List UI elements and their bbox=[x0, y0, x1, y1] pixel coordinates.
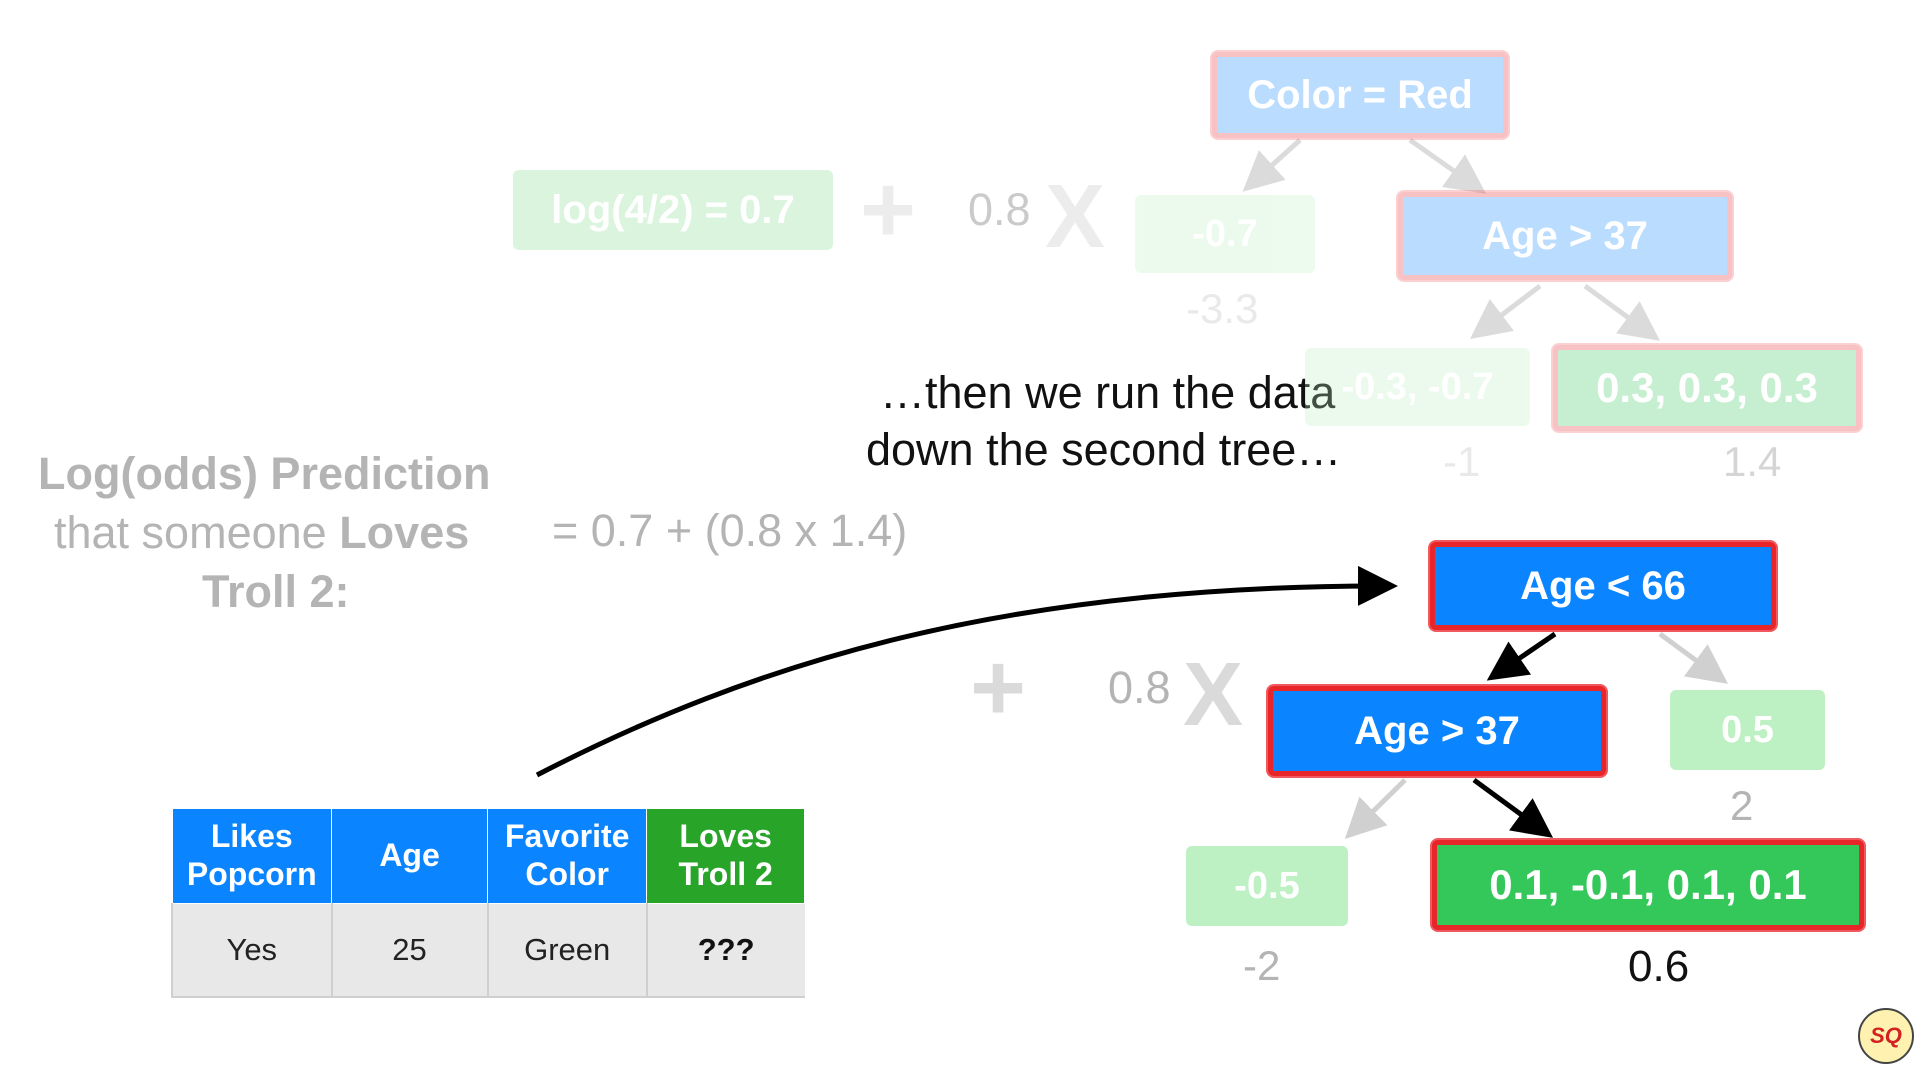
header-favorite-color: Favorite Color bbox=[487, 808, 648, 904]
tree2-right-value: 2 bbox=[1730, 782, 1754, 829]
tree2-inner-right-leaf: 0.1, -0.1, 0.1, 0.1 bbox=[1432, 840, 1864, 930]
statquest-logo-icon: SQ bbox=[1858, 1008, 1914, 1064]
tree1-inner-right-value: 1.4 bbox=[1723, 438, 1782, 485]
header-loves-troll2: Loves Troll 2 bbox=[646, 808, 805, 904]
tree2-inner-left-leaf: -0.5 bbox=[1186, 846, 1348, 926]
tree1-left-leaf: -0.7 bbox=[1135, 195, 1315, 273]
tree1-left-value: -3.3 bbox=[1186, 285, 1259, 332]
edge-t2-root-right bbox=[1658, 631, 1729, 684]
table-row: Yes 25 Green ??? bbox=[171, 903, 805, 998]
edge-t2-root-inner bbox=[1486, 631, 1557, 681]
learning-rate-2: 0.8 bbox=[1108, 662, 1171, 713]
times-sign-2: X bbox=[1183, 645, 1244, 745]
cell-age: 25 bbox=[330, 903, 488, 998]
cell-favorite-color: Green bbox=[486, 903, 647, 998]
tree1-inner-right-leaf: 0.3, 0.3, 0.3 bbox=[1553, 345, 1861, 431]
tree2-right-leaf: 0.5 bbox=[1670, 690, 1825, 770]
tree1-inner-left-leaf: -0.3, -0.7 bbox=[1305, 348, 1530, 426]
times-sign-1: X bbox=[1045, 167, 1106, 267]
caption-line2: down the second tree… bbox=[866, 424, 1342, 475]
tree2-inner-node: Age > 37 bbox=[1268, 686, 1606, 776]
tree1-inner-node: Age > 37 bbox=[1398, 192, 1732, 280]
prediction-equation: = 0.7 + (0.8 x 1.4) bbox=[552, 505, 908, 556]
cell-likes-popcorn: Yes bbox=[171, 903, 332, 998]
plus-sign-1: + bbox=[860, 156, 917, 263]
cell-loves-troll2: ??? bbox=[645, 903, 805, 998]
prediction-line3: Troll 2: bbox=[202, 566, 350, 617]
edge-t1-root-inner bbox=[1408, 137, 1487, 194]
edge-t1-inner-right bbox=[1583, 283, 1661, 341]
learning-rate-1: 0.8 bbox=[968, 184, 1031, 235]
edge-t2-inner-left bbox=[1344, 778, 1407, 840]
table-header-row: Likes Popcorn Age Favorite Color Loves T… bbox=[171, 808, 805, 904]
tree1-inner-left-value: -1 bbox=[1443, 438, 1481, 485]
tree2-root-node: Age < 66 bbox=[1430, 542, 1776, 630]
data-table: Likes Popcorn Age Favorite Color Loves T… bbox=[171, 808, 805, 998]
tree1-root-node: Color = Red bbox=[1212, 52, 1508, 138]
tree2-inner-right-value: 0.6 bbox=[1628, 942, 1690, 991]
prediction-line2-bold: Loves bbox=[339, 507, 470, 558]
edge-t2-inner-right bbox=[1472, 777, 1554, 838]
plus-sign-2: + bbox=[970, 634, 1027, 741]
prediction-line1: Log(odds) Prediction bbox=[38, 448, 491, 499]
curved-arrow bbox=[535, 565, 1398, 778]
edge-t1-root-left bbox=[1242, 138, 1302, 192]
edge-t1-inner-left bbox=[1470, 284, 1542, 340]
prediction-line2: that someone Loves bbox=[54, 507, 469, 559]
header-likes-popcorn: Likes Popcorn bbox=[171, 808, 333, 904]
prediction-line2-pre: that someone bbox=[54, 507, 340, 558]
header-age: Age bbox=[331, 808, 489, 904]
tree2-inner-left-value: -2 bbox=[1243, 942, 1281, 989]
initial-prediction-box: log(4/2) = 0.7 bbox=[513, 170, 833, 250]
caption-line1: …then we run the data bbox=[880, 367, 1336, 418]
